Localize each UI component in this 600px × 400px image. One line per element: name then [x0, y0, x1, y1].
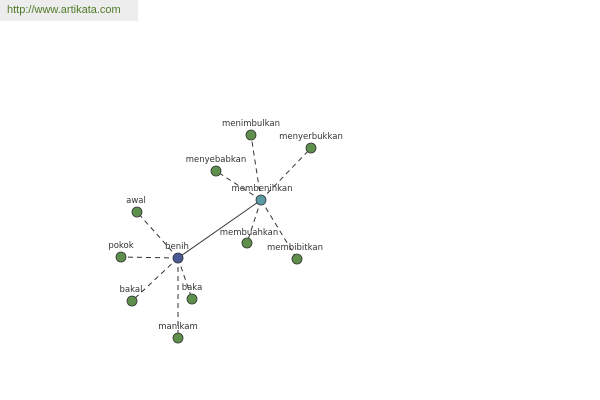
edge-membenihkan-menyerbukkan: [260, 147, 312, 201]
node-label-awal[interactable]: awal: [126, 196, 146, 206]
graph-edges: [120, 134, 312, 338]
edge-benih-pokok: [120, 256, 179, 259]
node-baka[interactable]: [186, 293, 198, 305]
site-url[interactable]: http://www.artikata.com: [0, 0, 138, 21]
node-membenihkan[interactable]: [255, 194, 267, 206]
edge-benih-membenihkan: [177, 199, 262, 259]
edge-benih-baka: [177, 257, 193, 300]
node-label-baka[interactable]: baka: [182, 283, 203, 293]
edge-membenihkan-menimbulkan: [250, 134, 262, 201]
graph-labels: benih membenihkan awal pokok bakal baka manika…: [108, 119, 343, 332]
node-manikam[interactable]: [172, 332, 184, 344]
node-label-menyerbukkan[interactable]: menyerbukkan: [279, 132, 343, 142]
node-label-bakal[interactable]: bakal: [120, 285, 143, 295]
node-menyerbukkan[interactable]: [305, 142, 317, 154]
edge-benih-bakal: [131, 257, 179, 302]
graph-nodes: [115, 129, 317, 344]
node-label-membuahkan[interactable]: membuahkan: [220, 228, 279, 238]
node-menimbulkan[interactable]: [245, 129, 257, 141]
node-label-benih[interactable]: benih: [165, 242, 189, 252]
node-bakal[interactable]: [126, 295, 138, 307]
node-label-menimbulkan[interactable]: menimbulkan: [222, 119, 280, 129]
node-awal[interactable]: [131, 206, 143, 218]
node-label-membenihkan[interactable]: membenihkan: [232, 184, 293, 194]
node-membibitkan[interactable]: [291, 253, 303, 265]
node-label-pokok[interactable]: pokok: [108, 241, 133, 251]
node-menyebabkan[interactable]: [210, 165, 222, 177]
node-membuahkan[interactable]: [241, 237, 253, 249]
node-label-menyebabkan[interactable]: menyebabkan: [186, 155, 247, 165]
edge-membenihkan-membibitkan: [260, 199, 298, 260]
node-benih[interactable]: [172, 252, 184, 264]
edge-membenihkan-membuahkan: [246, 199, 262, 244]
edge-benih-awal: [136, 211, 179, 259]
node-label-manikam[interactable]: manikam: [158, 322, 198, 332]
node-pokok[interactable]: [115, 251, 127, 263]
node-label-membibitkan[interactable]: membibitkan: [267, 243, 323, 253]
